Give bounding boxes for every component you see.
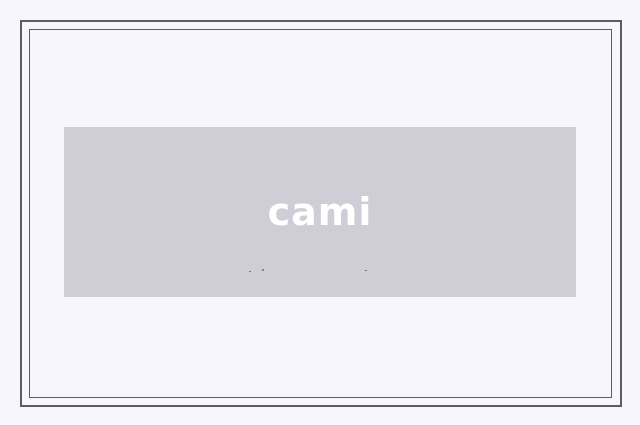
banner-speck xyxy=(365,270,367,271)
banner-speck xyxy=(262,269,264,271)
banner-placeholder: cami xyxy=(64,127,576,297)
inner-frame xyxy=(29,29,612,398)
banner-speck xyxy=(249,271,251,272)
banner-title: cami xyxy=(267,190,373,234)
outer-frame xyxy=(20,20,622,407)
